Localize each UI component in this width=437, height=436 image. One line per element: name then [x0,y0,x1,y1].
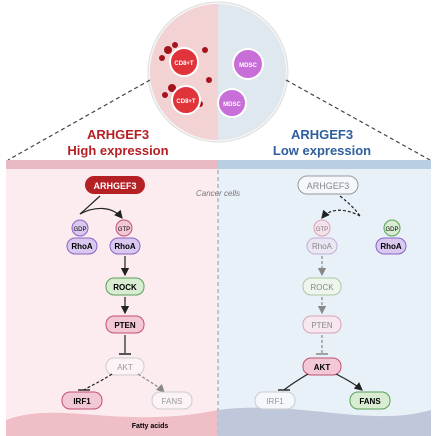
left-rhoa-gdp [66,237,98,255]
left-pten-node [105,315,145,334]
mdsc-cell-2 [217,88,247,118]
left-akt-label: AKT [117,363,133,372]
left-rhoa-gdp-label: RhoA [71,242,93,251]
left-title-line1: ARHGEF3 [87,127,149,142]
right-pathway: ARHGEF3 GTP GDP RhoA RhoA ROCK PTEN AKT … [254,175,407,410]
left-rock-label: ROCK [113,283,137,292]
right-pten-label: PTEN [311,321,333,330]
left-fans-node [151,391,193,410]
right-rhoa-gdp-label: RhoA [380,242,402,251]
mdsc-cell-1 [232,48,264,80]
cd8-t-cell-1 [169,47,199,77]
mdsc-label-1: MDSC [239,63,257,69]
tumor-microenvironment-illustration: CD8+T CD8+T MDSC MDSC [147,1,289,143]
right-irf1-node [254,391,296,410]
cd8-label-1: CD8+T [174,61,194,67]
left-fatty-acids-label: Fatty acids [132,423,169,430]
right-akt-node [302,357,342,376]
left-gdp-node [71,219,89,237]
cd8-t-cell-2 [171,85,201,115]
left-akt-node [105,357,145,376]
right-akt-label: AKT [314,363,331,372]
right-rhoa-gtp-label: RhoA [312,242,333,251]
left-gdp-label: GDP [73,227,86,233]
left-title-line2: High expression [67,143,168,158]
right-irf1-label: IRF1 [266,397,284,406]
left-rock-node [105,277,145,296]
left-pathway: ARHGEF3 GDP GTP RhoA RhoA ROCK PTEN AKT … [61,176,193,430]
right-rhoa-gdp [375,237,407,255]
left-irf1-node [61,391,103,410]
left-fans-label: FANS [162,397,183,406]
left-arhgef3-label: ARHGEF3 [93,181,136,191]
right-rock-node [302,277,342,296]
right-title-line2: Low expression [273,143,371,158]
cd8-label-2: CD8+T [176,99,196,105]
right-rhoa-gtp [306,237,338,255]
right-pten-node [302,315,342,334]
left-pten-label: PTEN [114,321,136,330]
right-arhgef3-node [297,175,359,195]
right-arhgef3-label: ARHGEF3 [307,181,350,191]
right-fans-node [349,391,391,410]
left-rhoa-gtp-label: RhoA [114,242,136,251]
right-gdp-node [383,219,401,237]
left-gtp-node [115,219,133,237]
right-gtp-node [313,219,331,237]
mdsc-label-2: MDSC [223,102,241,108]
left-arhgef3-node [85,176,145,194]
right-gtp-label: GTP [316,227,328,233]
left-rhoa-gtp [109,237,141,255]
right-fans-label: FANS [359,397,381,406]
right-gdp-label: GDP [385,227,398,233]
right-rock-label: ROCK [310,283,334,292]
right-panel [218,160,431,436]
left-panel [6,160,218,436]
left-gtp-label: GTP [118,227,130,233]
right-title-line1: ARHGEF3 [291,127,353,142]
left-irf1-label: IRF1 [73,397,91,406]
cancer-cells-label: Cancer cells [196,189,240,198]
